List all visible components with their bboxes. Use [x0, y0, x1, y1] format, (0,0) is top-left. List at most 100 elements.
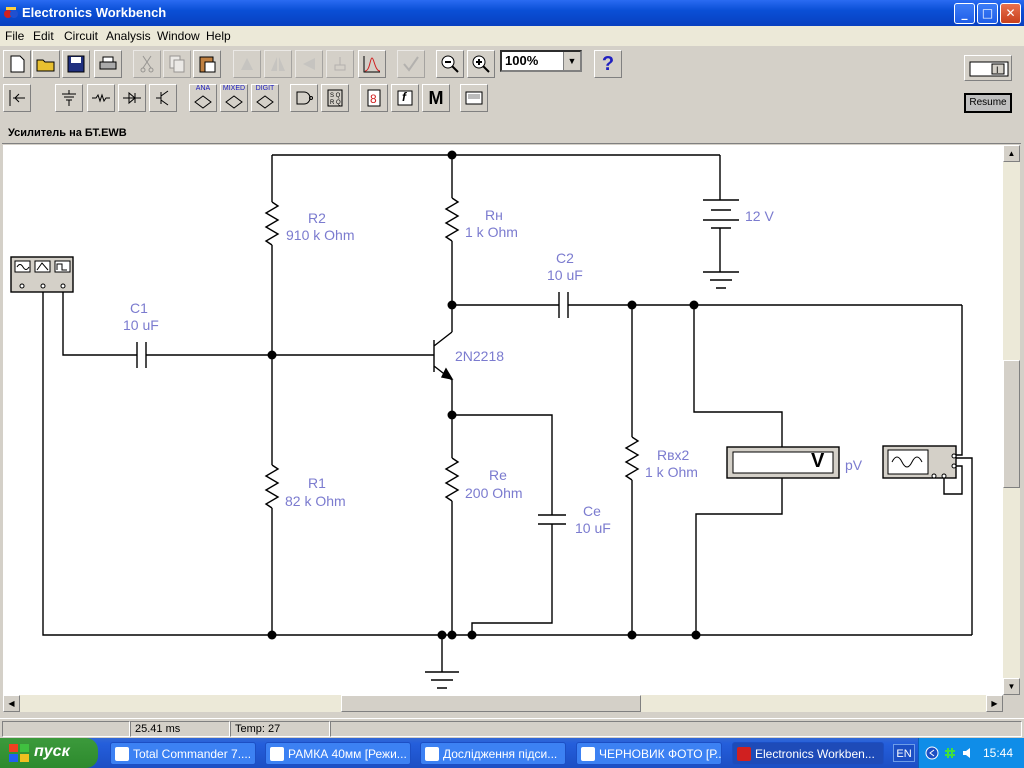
scroll-up-icon[interactable]: ▲	[1003, 145, 1020, 162]
battery-12v[interactable]	[703, 199, 739, 289]
component-properties-button[interactable]	[326, 50, 354, 78]
oscilloscope[interactable]	[882, 445, 957, 479]
logic-gates-bin-button[interactable]	[290, 84, 318, 112]
digital-ics-bin-button[interactable]: DIGIT	[251, 84, 279, 112]
help-button[interactable]: ?	[594, 50, 622, 78]
menu-edit[interactable]: Edit	[33, 29, 54, 43]
subcircuit-icon	[403, 56, 419, 72]
rn-value: 1 k Ohm	[465, 224, 518, 240]
basic-bin-button[interactable]	[87, 84, 115, 112]
controls-bin-button[interactable]: f	[391, 84, 419, 112]
app-icon	[4, 7, 18, 18]
transistors-bin-button[interactable]	[149, 84, 177, 112]
capacitor-c2[interactable]	[452, 292, 962, 318]
start-button[interactable]: пуск	[0, 738, 98, 768]
rn-name: Rн	[485, 207, 503, 223]
voltmeter-reading: pV	[845, 457, 863, 473]
capacitor-ce[interactable]	[452, 414, 566, 635]
menu-window[interactable]: Window	[157, 29, 200, 43]
resistor-rn[interactable]	[444, 155, 460, 305]
rotate-button[interactable]	[233, 50, 261, 78]
favorites-bin-button[interactable]	[3, 84, 31, 112]
miscellaneous-bin-button[interactable]: M	[422, 84, 450, 112]
chevron-down-icon[interactable]: ▼	[563, 52, 580, 70]
mixed-ics-bin-button[interactable]: MIXED	[220, 84, 248, 112]
scroll-down-icon[interactable]: ▼	[1003, 678, 1020, 695]
task-doslidzhennia[interactable]: Дослідження підси...	[420, 742, 566, 765]
capacitor-c1[interactable]	[62, 292, 272, 368]
c1-name: C1	[130, 300, 148, 316]
status-bar: 25.41 ms Temp: 27	[0, 718, 1024, 738]
zoom-out-button[interactable]	[436, 50, 464, 78]
transistor-icon	[156, 90, 169, 106]
instruments-bin-button[interactable]	[460, 84, 488, 112]
circuit-canvas[interactable]: R2 910 k Ohm Rн 1 k Ohm 12 V C2 10 uF C1…	[3, 145, 1003, 695]
diodes-bin-button[interactable]	[118, 84, 146, 112]
status-extra	[330, 721, 1022, 737]
network-icon	[945, 748, 955, 758]
ground-symbol	[425, 635, 459, 689]
mixed-ic-icon	[225, 95, 243, 109]
maximize-button[interactable]: □	[977, 3, 998, 24]
paste-button[interactable]	[193, 50, 221, 78]
resume-button[interactable]: Resume	[964, 93, 1012, 113]
vertical-scrollbar[interactable]: ▲ ▼	[1003, 145, 1020, 695]
voltmeter-symbol: V	[811, 450, 825, 472]
zoom-in-button[interactable]	[467, 50, 495, 78]
zoom-select[interactable]: 100%▼	[500, 50, 582, 72]
language-indicator[interactable]: EN	[893, 744, 915, 762]
horizontal-scrollbar[interactable]: ◀ ▶	[3, 695, 1003, 712]
cut-button[interactable]	[133, 50, 161, 78]
flip-vertical-button[interactable]	[295, 50, 323, 78]
resistor-r2[interactable]	[264, 155, 280, 355]
analog-ics-bin-button[interactable]: ANA	[189, 84, 217, 112]
title-bar: Electronics Workbench _ □ ✕	[0, 0, 1024, 26]
close-button[interactable]: ✕	[1000, 3, 1021, 24]
task-electronics-workbench[interactable]: Electronics Workben...	[732, 742, 884, 765]
function-generator[interactable]	[10, 256, 74, 293]
re-name: Re	[489, 467, 507, 483]
flip-horizontal-button[interactable]	[264, 50, 292, 78]
task-chernovik[interactable]: ЧЕРНОВИК ФОТО [Р...	[576, 742, 722, 765]
new-button[interactable]	[3, 50, 31, 78]
rvx2-name: Rвх2	[657, 447, 690, 463]
save-button[interactable]	[62, 50, 90, 78]
logic-gate-icon	[296, 91, 313, 105]
open-button[interactable]	[32, 50, 60, 78]
start-label: пуск	[34, 743, 70, 760]
task-total-commander[interactable]: Total Commander 7....	[110, 742, 256, 765]
menu-analysis[interactable]: Analysis	[106, 29, 151, 43]
vertical-scroll-thumb[interactable]	[1003, 360, 1020, 488]
menu-circuit[interactable]: Circuit	[64, 29, 99, 43]
clock: 15:44	[983, 746, 1014, 760]
flipflop-icon: S QR Q	[327, 89, 343, 107]
task-label: РАМКА 40мм [Режи...	[288, 747, 407, 761]
resistor-re[interactable]	[444, 415, 460, 635]
system-tray	[918, 738, 1024, 768]
resistor-rvx2[interactable]	[624, 305, 640, 635]
properties-icon	[334, 57, 346, 71]
scroll-left-icon[interactable]: ◀	[3, 695, 20, 712]
window-title: Electronics Workbench	[22, 5, 167, 20]
print-button[interactable]	[94, 50, 122, 78]
controls-icon	[397, 90, 413, 106]
power-switch[interactable]: I	[964, 55, 1012, 81]
sources-icon	[62, 90, 76, 106]
menu-help[interactable]: Help	[206, 29, 231, 43]
scroll-right-icon[interactable]: ▶	[986, 695, 1003, 712]
resistor-r1[interactable]	[264, 355, 280, 635]
analog-ic-icon	[194, 95, 212, 109]
transistor-2n2218[interactable]	[272, 305, 454, 415]
task-ramka[interactable]: РАМКА 40мм [Режи...	[265, 742, 411, 765]
minimize-button[interactable]: _	[954, 3, 975, 24]
menu-file[interactable]: File	[5, 29, 25, 43]
analysis-graphs-button[interactable]	[358, 50, 386, 78]
sources-bin-button[interactable]	[55, 84, 83, 112]
analog-ics-label: ANA	[195, 85, 211, 92]
horizontal-scroll-thumb[interactable]	[341, 695, 641, 712]
copy-button[interactable]	[163, 50, 191, 78]
subcircuit-button[interactable]	[397, 50, 425, 78]
indicators-bin-button[interactable]: 8	[360, 84, 388, 112]
voltmeter[interactable]	[726, 446, 840, 479]
